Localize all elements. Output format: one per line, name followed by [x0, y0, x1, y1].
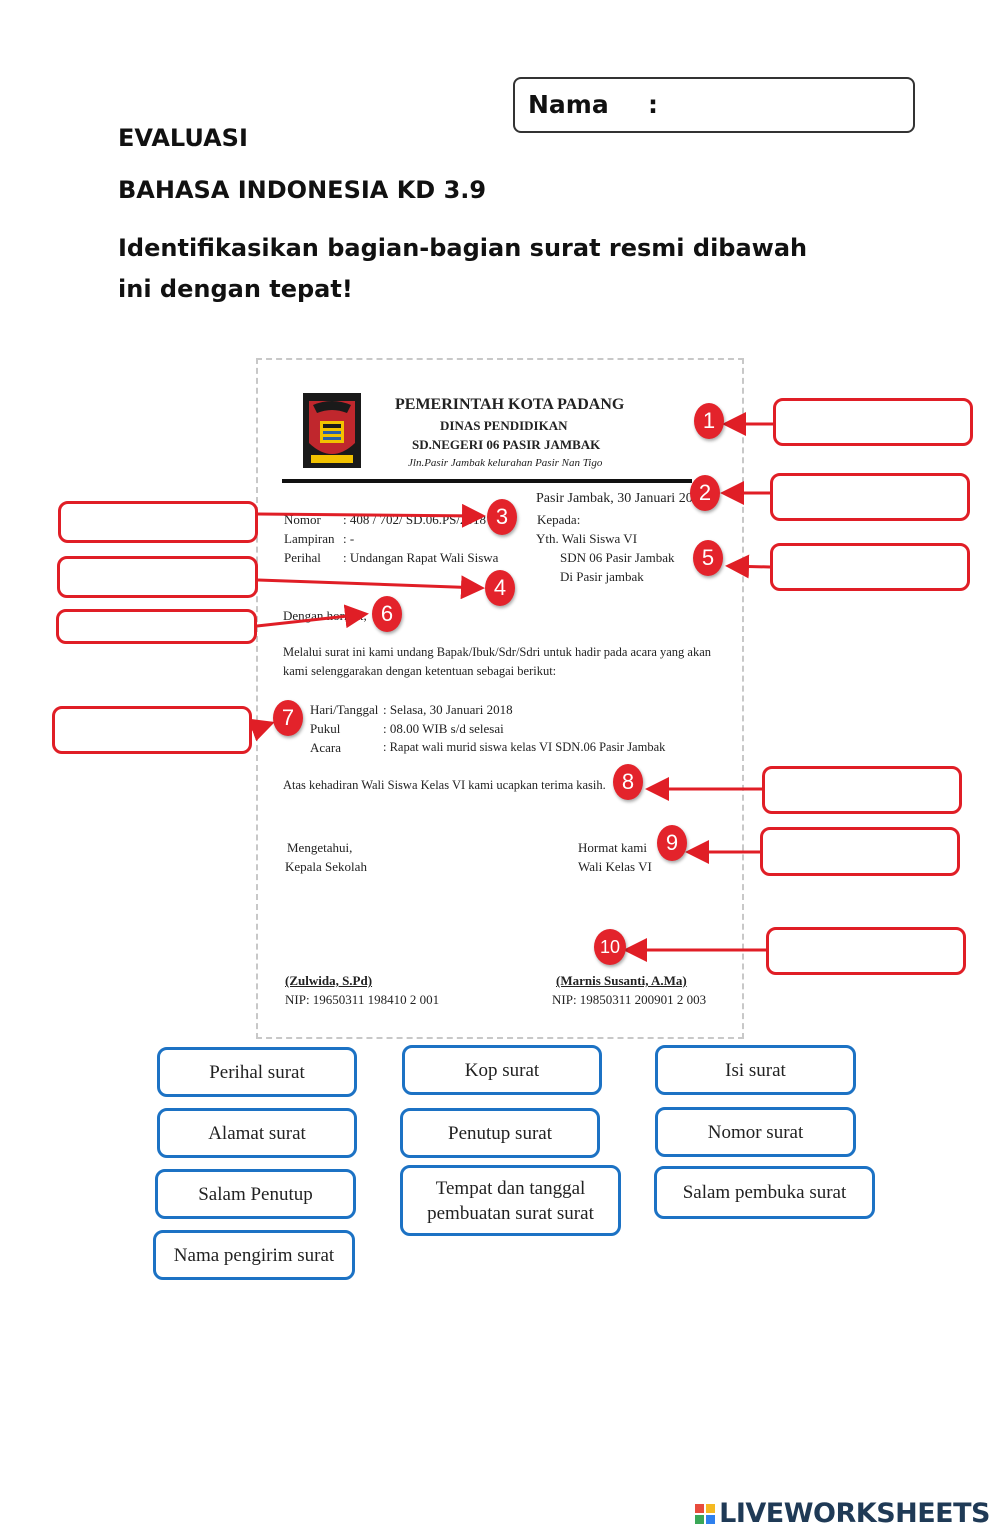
nama-label: Nama	[528, 90, 609, 119]
option-perihal-surat[interactable]: Perihal surat	[157, 1047, 357, 1097]
sign2-name: (Marnis Susanti, A.Ma)	[556, 973, 687, 988]
pukul-value: : 08.00 WIB s/d selesai	[383, 721, 504, 736]
answer-box-3[interactable]	[58, 501, 258, 543]
city-emblem-icon	[303, 393, 361, 468]
page-title: EVALUASI	[118, 124, 248, 152]
kepsek-text: Kepala Sekolah	[285, 859, 367, 874]
perihal-value: : Undangan Rapat Wali Siswa	[343, 550, 499, 565]
arrow-3	[257, 503, 486, 528]
marker-1: 1	[694, 403, 724, 439]
marker-4: 4	[485, 570, 515, 606]
subject-title: BAHASA INDONESIA KD 3.9	[118, 176, 487, 204]
marker-8: 8	[613, 764, 643, 800]
kop-line-3: SD.NEGERI 06 PASIR JAMBAK	[412, 437, 601, 452]
arrow-4	[257, 575, 485, 600]
letter-sheet	[256, 358, 744, 1039]
answer-box-1[interactable]	[773, 398, 973, 446]
sdn-text: SDN 06 Pasir Jambak	[560, 550, 675, 565]
hormat-text: Hormat kami	[578, 840, 647, 855]
answer-box-9[interactable]	[760, 827, 960, 876]
letter-date: Pasir Jambak, 30 Januari 2018	[536, 491, 707, 506]
liveworksheets-icon	[695, 1503, 716, 1524]
nama-colon: :	[648, 90, 658, 119]
brand-text: LIVEWORKSHEETS	[719, 1498, 990, 1529]
kop-divider	[282, 479, 692, 483]
hari-label: Hari/Tanggal	[310, 702, 379, 717]
arrow-5	[725, 554, 771, 579]
marker-2: 2	[690, 475, 720, 511]
kepada-text: Kepada:	[537, 512, 581, 527]
arrow-7	[248, 718, 275, 742]
answer-box-7[interactable]	[52, 706, 252, 754]
pukul-label: Pukul	[310, 721, 341, 736]
kop-line-2: DINAS PENDIDIKAN	[440, 418, 568, 433]
liveworksheets-logo: LIVEWORKSHEETS	[695, 1498, 990, 1529]
kop-address: Jln.Pasir Jambak kelurahan Pasir Nan Tig…	[408, 457, 603, 469]
answer-box-4[interactable]	[57, 556, 258, 598]
di-text: Di Pasir jambak	[560, 569, 644, 584]
acara-label: Acara	[310, 740, 342, 755]
option-alamat-surat[interactable]: Alamat surat	[157, 1108, 357, 1158]
sign1-name: (Zulwida, S.Pd)	[285, 973, 373, 988]
marker-10: 10	[594, 929, 626, 965]
option-nama-pengirim[interactable]: Nama pengirim surat	[153, 1230, 355, 1280]
instruction-text: Identifikasikan bagian-bagian surat resm…	[118, 234, 808, 303]
option-salam-pembuka[interactable]: Salam pembuka surat	[654, 1166, 875, 1219]
body-line-2: kami selenggarakan dengan ketentuan seba…	[283, 664, 557, 678]
walikelas-text: Wali Kelas VI	[578, 859, 652, 874]
body-line-1: Melalui surat ini kami undang Bapak/Ibuk…	[283, 645, 712, 659]
lampiran-value: : -	[343, 531, 355, 546]
yth-text: Yth. Wali Siswa VI	[536, 531, 638, 546]
option-nomor-surat[interactable]: Nomor surat	[655, 1107, 856, 1157]
answer-box-10[interactable]	[766, 927, 966, 975]
option-salam-penutup[interactable]: Salam Penutup	[155, 1169, 356, 1219]
kop-line-1: PEMERINTAH KOTA PADANG	[395, 396, 625, 413]
option-kop-surat[interactable]: Kop surat	[402, 1045, 602, 1095]
answer-box-8[interactable]	[762, 766, 962, 814]
marker-7: 7	[273, 700, 303, 736]
hari-value: : Selasa, 30 Januari 2018	[383, 702, 513, 717]
penutup-text: Atas kehadiran Wali Siswa Kelas VI kami …	[283, 778, 606, 792]
marker-3: 3	[487, 499, 517, 535]
marker-5: 5	[693, 540, 723, 576]
option-tempat-tanggal[interactable]: Tempat dan tanggal pembuatan surat surat	[400, 1165, 621, 1236]
sign1-nip: NIP: 19650311 198410 2 001	[285, 992, 440, 1007]
marker-9: 9	[657, 825, 687, 861]
answer-box-5[interactable]	[770, 543, 970, 591]
acara-value: : Rapat wali murid siswa kelas VI SDN.06…	[383, 740, 666, 754]
marker-6: 6	[372, 596, 402, 632]
sign2-nip: NIP: 19850311 200901 2 003	[552, 992, 707, 1007]
answer-box-6[interactable]	[56, 609, 257, 644]
mengetahui-text: Mengetahui,	[287, 840, 353, 855]
nama-field-box[interactable]	[513, 77, 915, 133]
answer-box-2[interactable]	[770, 473, 970, 521]
option-penutup-surat[interactable]: Penutup surat	[400, 1108, 600, 1158]
perihal-label: Perihal	[284, 550, 321, 565]
lampiran-label: Lampiran	[284, 531, 335, 546]
arrow-6	[256, 604, 369, 629]
option-isi-surat[interactable]: Isi surat	[655, 1045, 856, 1095]
